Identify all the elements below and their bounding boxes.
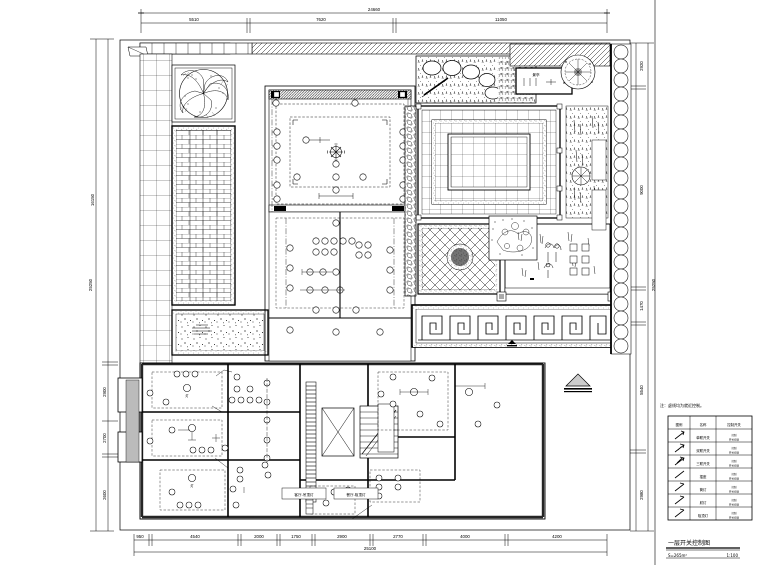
living-room bbox=[268, 89, 412, 213]
room-label-group bbox=[281, 487, 379, 500]
right-planting-strip bbox=[565, 105, 609, 231]
decorative-medallion bbox=[171, 64, 236, 123]
dim-right-5: 2980 bbox=[639, 490, 644, 500]
title-block bbox=[666, 547, 740, 559]
dim-left-2: 2900 bbox=[102, 387, 107, 397]
dim-top-total: 24660 bbox=[368, 7, 381, 12]
svg-text:控制: 控制 bbox=[731, 433, 737, 437]
svg-text:开关控制: 开关控制 bbox=[729, 438, 740, 442]
dim-left-3: 2700 bbox=[102, 433, 107, 443]
fixture-note-2: 灯 bbox=[190, 483, 194, 488]
room-label-living: 客厅-吊顶灯 bbox=[294, 492, 314, 497]
dim-bot-3: 2000 bbox=[254, 534, 264, 539]
svg-text:控制: 控制 bbox=[731, 511, 737, 515]
dim-left-total: 25250 bbox=[88, 278, 93, 291]
boundary-shrub-row bbox=[610, 43, 632, 355]
room-bedroom-3: 灯 bbox=[159, 466, 245, 511]
legend-name-1: 双联开关 bbox=[696, 448, 710, 453]
north-marker bbox=[564, 373, 592, 393]
drawing-title: 一层开关控制图 bbox=[668, 539, 710, 547]
drawing-scale: 1:100 bbox=[726, 553, 738, 558]
dimension-chain-left bbox=[90, 38, 118, 532]
svg-text:控制: 控制 bbox=[731, 498, 737, 502]
dim-right-total: 25250 bbox=[651, 278, 656, 291]
entry-porch bbox=[117, 377, 143, 463]
dimension-chain-bottom bbox=[133, 534, 608, 556]
legend-name-4: 筒灯 bbox=[700, 487, 707, 492]
garden-main-paving bbox=[415, 103, 563, 221]
room-bedroom-1: 灯 bbox=[146, 369, 263, 413]
dim-right-2: 9000 bbox=[639, 185, 644, 195]
dim-bot-2: 4540 bbox=[190, 534, 200, 539]
dim-bot-1: 950 bbox=[136, 534, 144, 539]
dim-bot-7: 4000 bbox=[460, 534, 470, 539]
legend-name-3: 插座 bbox=[700, 474, 707, 479]
left-planting-strip bbox=[404, 105, 417, 297]
legend-name-0: 单联开关 bbox=[696, 435, 710, 440]
chandelier-symbol bbox=[327, 143, 345, 161]
dim-right-1: 2920 bbox=[639, 61, 644, 71]
drawing-note: 注：虚线均为就近控制。 bbox=[660, 402, 704, 408]
drawing-area: S=265m² bbox=[668, 553, 687, 558]
svg-text:控制: 控制 bbox=[731, 485, 737, 489]
svg-text:控制: 控制 bbox=[731, 459, 737, 463]
room-right-1 bbox=[377, 371, 501, 431]
fixture-note-1: 灯 bbox=[185, 393, 189, 398]
legend-name-5: 射灯 bbox=[700, 500, 707, 505]
dim-top-1: 5510 bbox=[189, 17, 199, 22]
svg-text:控制: 控制 bbox=[731, 472, 737, 476]
greek-key-wall bbox=[411, 304, 618, 348]
legend-header-name: 名称 bbox=[700, 422, 707, 427]
svg-text:开关控制: 开关控制 bbox=[729, 503, 740, 507]
dimension-chain-top bbox=[138, 9, 610, 33]
pavilion-label: 景亭 bbox=[532, 72, 540, 77]
svg-text:开关控制: 开关控制 bbox=[729, 490, 740, 494]
dim-right-4: 5540 bbox=[639, 385, 644, 395]
svg-text:控制: 控制 bbox=[731, 446, 737, 450]
legend-header-symbol: 图例 bbox=[676, 422, 683, 427]
light-fixture-group-living bbox=[272, 99, 408, 203]
room-label-dining: 餐厅-吸顶灯 bbox=[346, 492, 366, 497]
garden-large-tree bbox=[560, 54, 596, 90]
staircase bbox=[321, 403, 399, 459]
svg-text:开关控制: 开关控制 bbox=[729, 464, 740, 468]
dim-bot-6: 2770 bbox=[393, 534, 403, 539]
legend-table bbox=[667, 415, 753, 521]
svg-text:开关控制: 开关控制 bbox=[729, 516, 740, 520]
house-lower-block bbox=[268, 211, 412, 362]
dim-bot-8: 4200 bbox=[552, 534, 562, 539]
dim-bot-4: 1750 bbox=[291, 534, 301, 539]
garden-planting-court bbox=[488, 215, 618, 302]
dim-top-2: 7620 bbox=[316, 17, 326, 22]
legend-name-2: 三联开关 bbox=[696, 461, 710, 466]
garden-lattice-patio bbox=[417, 223, 501, 295]
dim-left-4: 2600 bbox=[102, 490, 107, 500]
left-courtyard-paving bbox=[171, 125, 236, 306]
dimension-chain-right bbox=[630, 42, 654, 532]
room-bedroom-2 bbox=[146, 419, 229, 469]
dim-right-3: 1470 bbox=[639, 301, 644, 311]
dim-bot-5: 2900 bbox=[337, 534, 347, 539]
dim-bot-total: 25100 bbox=[364, 546, 377, 551]
dim-left-1: 16150 bbox=[90, 193, 95, 206]
svg-text:开关控制: 开关控制 bbox=[729, 451, 740, 455]
svg-text:开关控制: 开关控制 bbox=[729, 477, 740, 481]
legend-name-6: 吸顶灯 bbox=[698, 513, 709, 518]
legend-header-control: 控制开关 bbox=[727, 422, 741, 427]
dim-top-3: 11050 bbox=[495, 17, 507, 22]
left-gravel-area bbox=[171, 309, 269, 356]
